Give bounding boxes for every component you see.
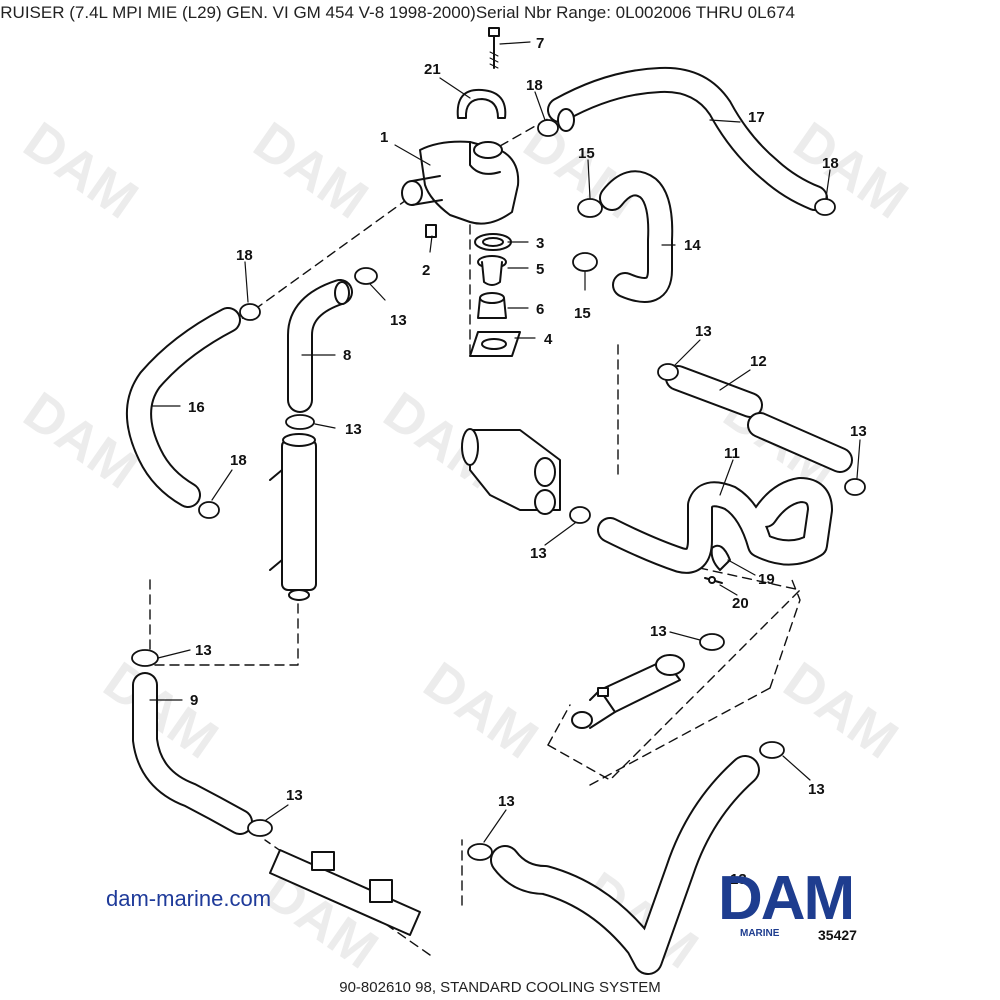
hose-clamps	[131, 119, 866, 861]
callout-17: 17	[748, 109, 765, 126]
clamp-18b	[814, 198, 836, 216]
callout-7: 7	[536, 35, 544, 52]
callout-4: 4	[544, 331, 553, 348]
clamp-13f	[131, 649, 159, 667]
clamp-13a	[354, 267, 378, 285]
screw-20	[704, 576, 723, 584]
watermark: DAM	[773, 651, 908, 771]
callout-13i: 13	[286, 787, 303, 804]
callout-18a: 18	[526, 77, 543, 94]
callout-6: 6	[536, 301, 544, 318]
thermostat-5	[477, 255, 507, 286]
cooler-lower	[269, 849, 421, 936]
cooler-middle	[571, 654, 685, 729]
clamp-13i	[247, 819, 273, 837]
callout-18c: 18	[236, 247, 253, 264]
callout-19: 19	[758, 571, 775, 588]
callout-11: 11	[724, 445, 740, 462]
callout-3: 3	[536, 235, 544, 252]
callout-18b: 18	[822, 155, 839, 172]
logo-subtext: MARINE	[740, 928, 780, 939]
clamp-18c	[239, 303, 261, 321]
callout-2: 2	[422, 262, 430, 279]
clamp-21	[456, 88, 507, 119]
diagram-number: 35427	[818, 927, 857, 943]
diagram-title: CRUISER (7.4L MPI MIE (L29) GEN. VI GM 4…	[0, 3, 795, 22]
gasket-3	[474, 233, 512, 251]
callout-13f: 13	[195, 642, 212, 659]
callout-1: 1	[380, 129, 388, 146]
callout-12: 12	[750, 353, 767, 370]
logo-text: DAM	[718, 864, 855, 933]
clamp-15a	[577, 198, 603, 218]
callout-13h: 13	[808, 781, 825, 798]
cooler-left	[269, 433, 317, 601]
clamp-13e	[569, 506, 591, 524]
callout-14: 14	[684, 237, 701, 254]
callout-21: 21	[424, 61, 441, 78]
watermark: DAM	[413, 651, 548, 771]
callout-20: 20	[732, 595, 749, 612]
watermark: DAM	[13, 111, 148, 231]
callout-15b: 15	[574, 305, 591, 322]
dam-marine-logo: DAM MARINE 35427	[718, 868, 898, 948]
callout-18d: 18	[230, 452, 247, 469]
callout-13d: 13	[850, 423, 867, 440]
callout-16: 16	[188, 399, 205, 416]
callout-13j: 13	[498, 793, 515, 810]
clamp-13b	[285, 414, 315, 430]
callout-13c: 13	[695, 323, 712, 340]
clamp-13g	[699, 633, 725, 651]
callout-13k: 13	[730, 871, 747, 888]
clamp-13h	[759, 741, 785, 759]
clamp-13c	[657, 363, 679, 381]
diagram-caption: 90-802610 98, STANDARD COOLING SYSTEM	[339, 979, 661, 996]
seawater-pump	[461, 428, 561, 515]
callout-5: 5	[536, 261, 544, 278]
clamp-13j	[467, 843, 493, 861]
callout-8: 8	[343, 347, 351, 364]
callout-13b: 13	[345, 421, 362, 438]
callout-labels: 1 2 3 4 5 6 7 8 9 11 12 14 15 15 16 17 1…	[188, 35, 867, 888]
thermostat-housing-1	[401, 140, 520, 225]
clamp-13d	[844, 478, 866, 496]
callout-9: 9	[190, 692, 198, 709]
callout-15a: 15	[578, 145, 595, 162]
callout-13e: 13	[530, 545, 547, 562]
gasket-4	[469, 331, 521, 357]
watermark: DAM	[783, 111, 918, 231]
callout-13g: 13	[650, 623, 667, 640]
clamp-18a	[537, 119, 559, 137]
leader-lines	[149, 41, 861, 843]
callout-13a: 13	[390, 312, 407, 329]
bracket-19	[710, 544, 731, 571]
website-link[interactable]: dam-marine.com	[106, 886, 272, 911]
clamp-15b	[572, 252, 598, 272]
clamp-18d	[198, 501, 220, 519]
watermark: DAM	[243, 111, 378, 231]
sleeve-6	[477, 292, 507, 319]
fitting-2	[425, 224, 437, 238]
bolt-7	[488, 27, 500, 69]
